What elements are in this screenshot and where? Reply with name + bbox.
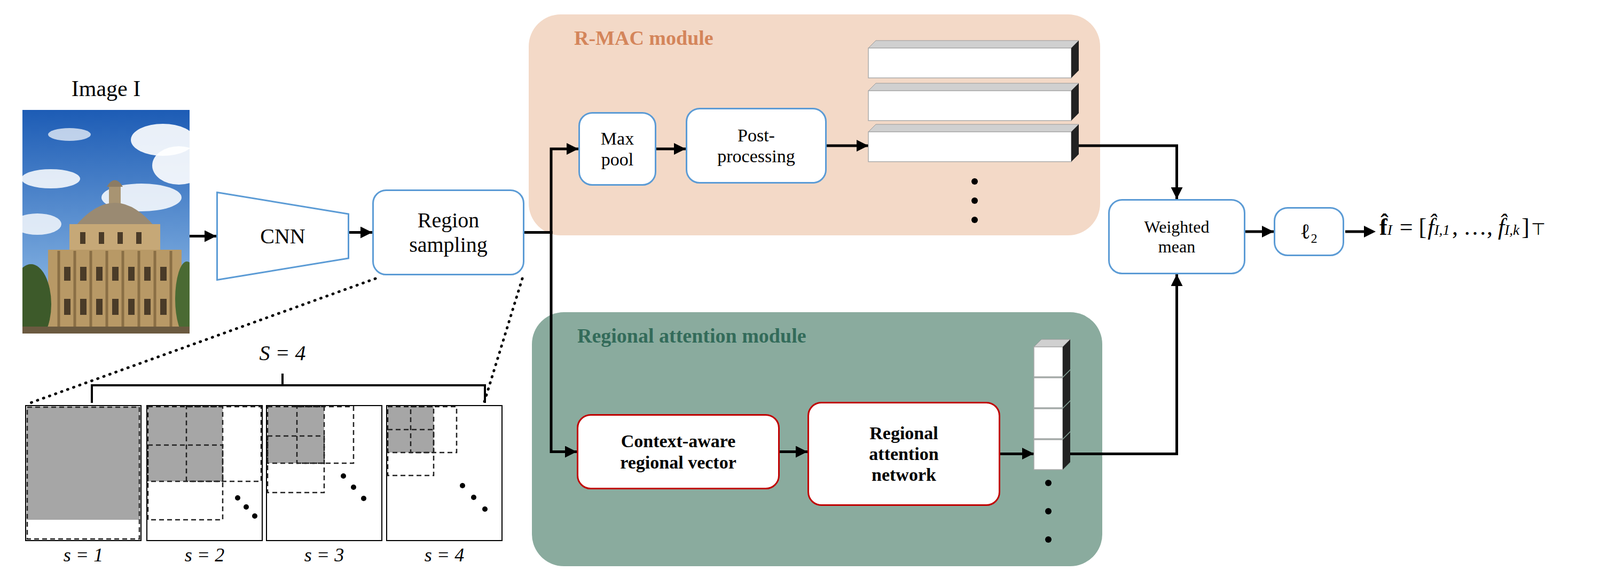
zoom-lines xyxy=(28,278,523,404)
arrow-connector xyxy=(349,231,373,234)
box-label: Weighted mean xyxy=(1126,217,1228,257)
arrow-connector xyxy=(656,147,686,151)
box-label: Context-aware regional vector xyxy=(598,430,759,473)
image-heading: Image I xyxy=(1,75,211,102)
scale-label: s = 2 xyxy=(184,545,225,567)
process-box: Weighted mean xyxy=(1108,199,1246,275)
box-label: ℓ₂ xyxy=(1299,219,1318,245)
module-heading: R-MAC module xyxy=(574,26,714,50)
norm-box: ℓ₂ xyxy=(1273,207,1345,257)
process-box: Max pool xyxy=(578,112,657,186)
box-label: Regional attention network xyxy=(848,422,961,486)
box-label: Region sampling xyxy=(384,208,513,258)
formula-term: , xyxy=(1486,213,1493,241)
formula-term: f̂ xyxy=(1379,213,1388,241)
scale-label: S = 4 xyxy=(259,341,307,366)
input-photo xyxy=(22,110,190,334)
cnn-trapezoid: CNN xyxy=(216,191,350,281)
scale-label: s = 4 xyxy=(424,545,465,567)
box-label: Post-processing xyxy=(705,124,807,167)
process-box: Region sampling xyxy=(372,189,525,276)
output-formula: f̂I= [f̂I,1,…,f̂I,k]⊤ xyxy=(1379,213,1546,241)
input-image: Image I xyxy=(22,110,190,334)
arrow-connector xyxy=(189,234,217,238)
output-arrow xyxy=(1345,225,1376,238)
module-heading: Regional attention module xyxy=(577,324,807,348)
module-band: R-MAC moduleMax pool Post-processing xyxy=(528,14,1101,236)
attention-box: Context-aware regional vector xyxy=(576,414,780,490)
formula-term: ] xyxy=(1521,213,1530,241)
trapezoid-shape xyxy=(217,192,349,281)
region-panels xyxy=(25,405,503,541)
attention-box: Regional attention network xyxy=(807,402,1001,507)
formula-term: I,k xyxy=(1504,222,1520,239)
module-band: Regional attention moduleContext-aware r… xyxy=(531,312,1103,567)
arrow-connector xyxy=(1245,230,1274,234)
scale-label: s = 3 xyxy=(304,545,344,567)
formula-term: = [ xyxy=(1399,213,1427,241)
box-label: CNN xyxy=(260,224,305,249)
formula-term: I xyxy=(1387,222,1393,239)
arrow-connector xyxy=(779,450,808,454)
formula-term: , xyxy=(1452,213,1458,241)
box-label: Max pool xyxy=(590,128,645,170)
process-box: Post-processing xyxy=(685,107,827,184)
scale-label: s = 1 xyxy=(63,545,104,567)
formula-term: f̂ xyxy=(1497,213,1505,241)
formula-term: ⊤ xyxy=(1531,219,1546,240)
formula-term: f̂ xyxy=(1427,213,1434,241)
formula-term: … xyxy=(1463,213,1487,241)
formula-term: I,1 xyxy=(1433,222,1450,239)
scale-bracket xyxy=(91,373,485,404)
